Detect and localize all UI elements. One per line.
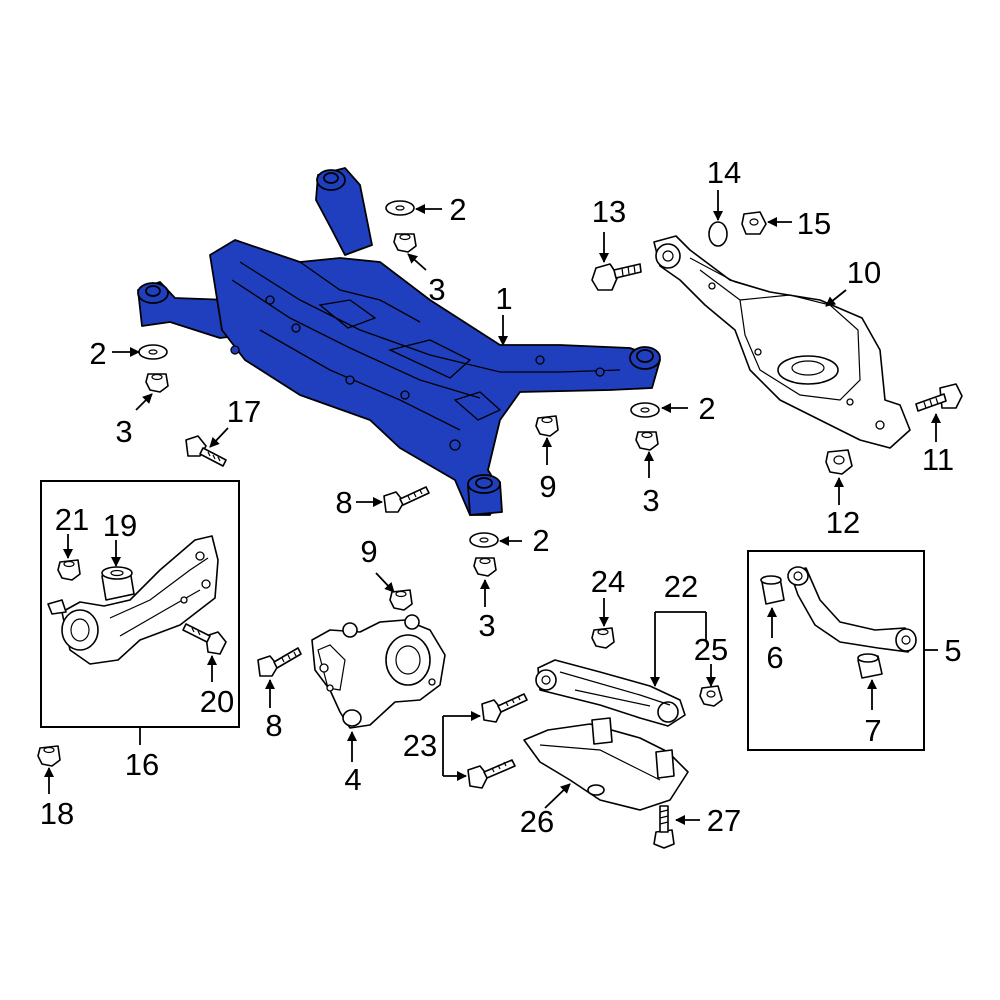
callout-13: 13 [592, 194, 626, 229]
leader-lines [44, 190, 941, 825]
bolt-part-8-lower[interactable] [257, 647, 302, 677]
callout-2: 2 [698, 391, 715, 426]
callout-2: 2 [532, 523, 549, 558]
callout-12: 12 [826, 505, 860, 540]
bushing-part-6[interactable] [760, 575, 785, 605]
callout-27: 27 [707, 803, 741, 838]
upper-link-part-5[interactable] [787, 566, 917, 653]
washer-part-2-right[interactable] [630, 402, 660, 418]
callout-4: 4 [344, 762, 361, 797]
nut-part-15[interactable] [741, 211, 767, 235]
callout-15: 15 [797, 206, 831, 241]
nut-part-3-left[interactable] [145, 373, 169, 393]
callout-8: 8 [265, 708, 282, 743]
nut-part-3-bottom[interactable] [473, 557, 497, 577]
callout-9: 9 [360, 534, 377, 569]
washer-part-14[interactable] [708, 221, 728, 247]
nut-part-9-upper[interactable] [535, 415, 559, 437]
bushing-part-7[interactable] [857, 653, 883, 679]
bolt-part-17[interactable] [185, 435, 227, 467]
bolt-part-27[interactable] [653, 805, 675, 849]
bolt-part-8-upper[interactable] [383, 486, 430, 513]
bolt-part-23-upper[interactable] [481, 693, 528, 723]
callout-3: 3 [428, 272, 445, 307]
callout-18: 18 [40, 796, 74, 831]
nut-part-9-lower[interactable] [389, 589, 413, 611]
callout-3: 3 [478, 608, 495, 643]
callout-23: 23 [403, 728, 437, 763]
bushing-part-19[interactable] [101, 566, 135, 601]
callout-19: 19 [103, 508, 137, 543]
callout-10: 10 [847, 255, 881, 290]
bolt-part-20[interactable] [182, 623, 227, 655]
shield-part-26[interactable] [523, 717, 689, 811]
callout-21: 21 [55, 502, 89, 537]
washer-part-2-top[interactable] [385, 200, 415, 216]
bracket-part-22[interactable] [535, 659, 686, 727]
bolt-part-23-lower[interactable] [467, 759, 516, 789]
callout-1: 1 [495, 281, 512, 316]
callout-17: 17 [227, 394, 261, 429]
bolt-part-11[interactable] [915, 383, 963, 412]
callout-8: 8 [335, 485, 352, 520]
callout-26: 26 [520, 804, 554, 839]
callout-20: 20 [200, 684, 234, 719]
subframe-part-1[interactable] [137, 167, 661, 516]
box-16 [40, 480, 240, 728]
bolt-part-13[interactable] [591, 263, 642, 291]
trailing-arm-part-16[interactable] [47, 535, 219, 665]
callout-2: 2 [449, 192, 466, 227]
callout-numbers: 1 2 3 2 3 2 3 17 9 8 2 3 9 8 4 13 14 15 … [40, 155, 962, 839]
nut-part-25[interactable] [699, 685, 723, 707]
lower-control-arm-part-10[interactable] [653, 235, 911, 449]
callout-25: 25 [694, 632, 728, 667]
callout-3: 3 [642, 483, 659, 518]
nut-part-18[interactable] [37, 745, 61, 767]
callout-3: 3 [115, 414, 132, 449]
callout-22: 22 [664, 569, 698, 604]
callout-16: 16 [125, 747, 159, 782]
knuckle-part-4[interactable] [311, 614, 446, 729]
callout-14: 14 [707, 155, 741, 190]
nut-part-24[interactable] [591, 627, 615, 649]
nut-part-3-top[interactable] [393, 233, 417, 253]
nut-part-21[interactable] [57, 559, 81, 581]
callout-24: 24 [591, 564, 625, 599]
callout-11: 11 [922, 442, 954, 477]
nut-part-12[interactable] [825, 449, 853, 475]
callout-6: 6 [766, 640, 783, 675]
washer-part-2-bottom[interactable] [469, 532, 499, 548]
nut-part-3-right[interactable] [635, 431, 659, 451]
washer-part-2-left[interactable] [138, 344, 168, 360]
callout-5: 5 [944, 633, 961, 668]
callout-9: 9 [539, 469, 556, 504]
callout-7: 7 [864, 713, 881, 748]
callout-2: 2 [89, 336, 106, 371]
